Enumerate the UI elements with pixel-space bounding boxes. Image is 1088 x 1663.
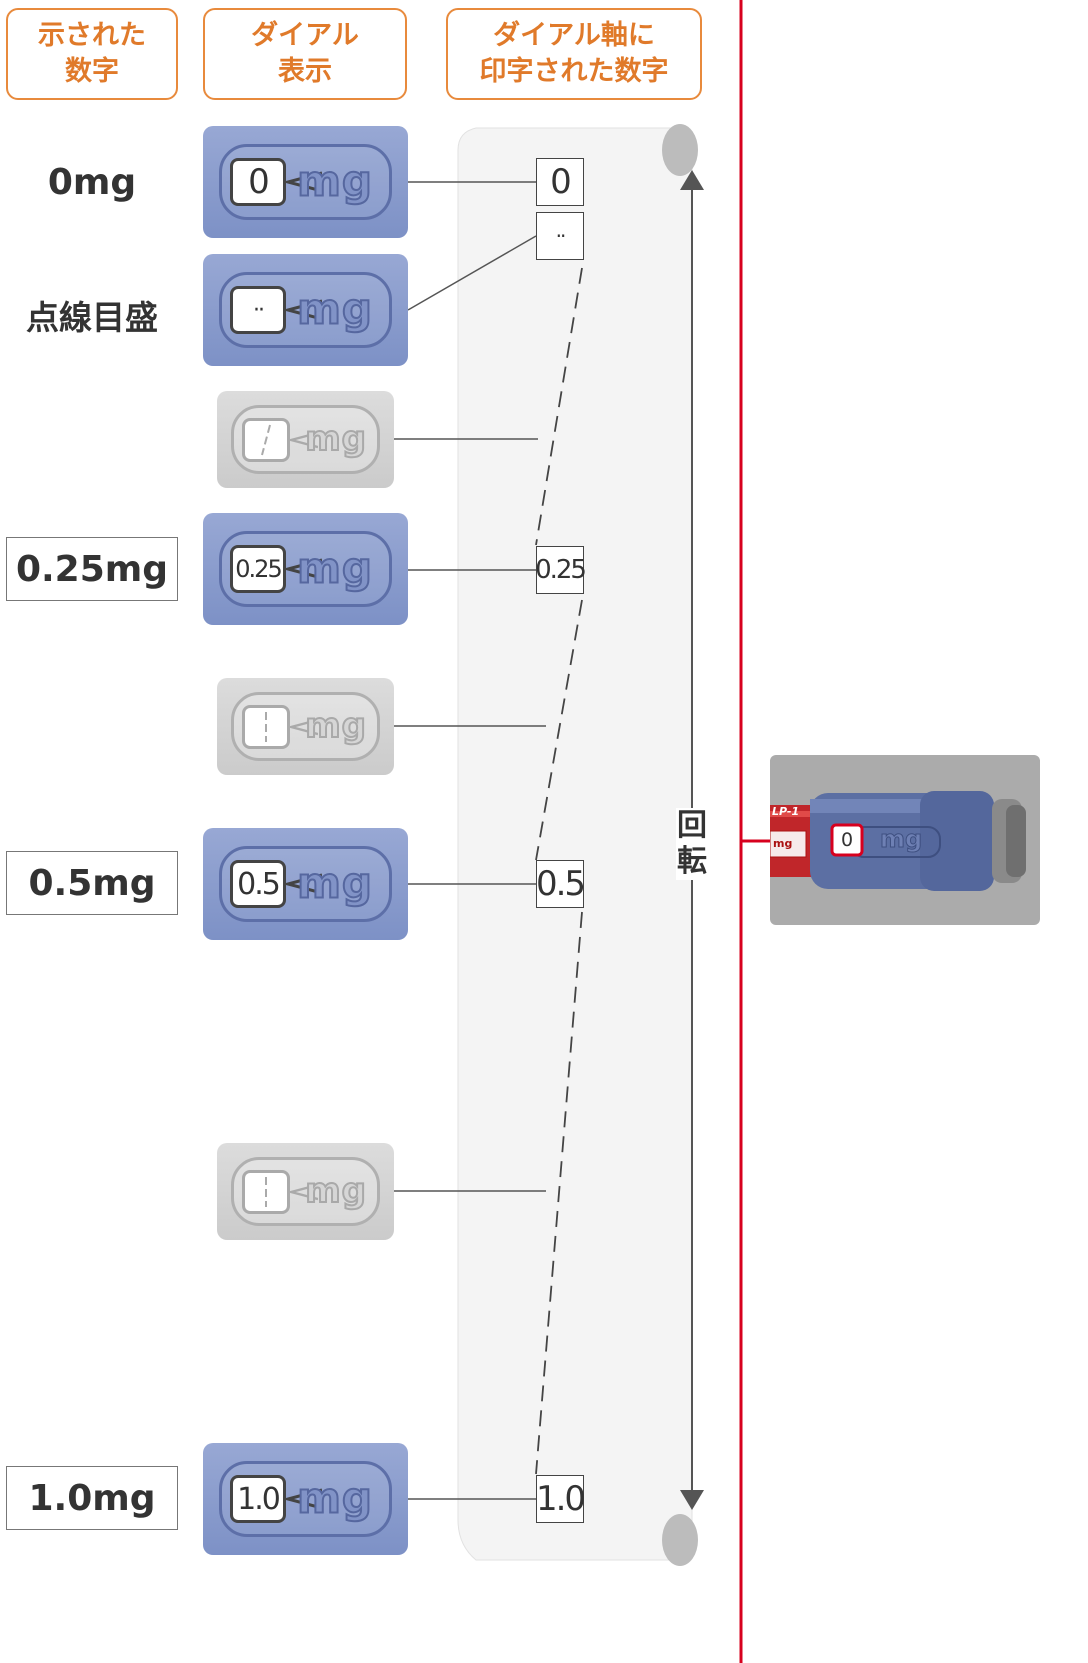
dial-unit: mg [296,858,373,909]
rotation-arrow-head-up [680,170,704,190]
shaft-tick-dotted: ·· [536,212,584,260]
dial-shaft-strip [457,127,693,1561]
dial-window-025: 0.25 mg [203,513,408,625]
dial-window-05: 0.5 mg [203,828,408,940]
dial-pill: ·· mg [219,272,392,348]
dial-number-box [242,704,290,749]
dial-pointer-icon [284,873,322,895]
dial-window-10: 1.0 mg [203,1443,408,1555]
label-dose-025: 0.25mg [6,537,178,601]
dial-number-box [242,417,290,462]
shaft-curl-bottom [662,1514,698,1566]
rotation-arrow-head-down [680,1490,704,1510]
dial-window-grey-1: mg [217,391,394,488]
label-dotted: 点線目盛 [26,298,158,337]
shaft-tick-05: 0.5 [536,860,586,908]
dial-pill: mg [231,405,380,474]
dial-pill: 0.25 mg [219,531,392,607]
dial-slash-mark [265,711,267,742]
dial-unit: mg [304,705,367,747]
label-dose-05: 0.5mg [6,851,178,915]
dial-pointer-icon [288,431,318,448]
dial-pointer-icon [288,718,318,735]
dial-number-box: 0.25 [230,545,286,593]
dial-pill: mg [231,692,380,761]
dial-pointer-icon [284,558,322,580]
dial-unit: mg [304,418,367,460]
dial-window-dotted: ·· mg [203,254,408,366]
dial-unit: mg [304,1170,367,1212]
dashed-scale-3 [535,911,583,1475]
dial-unit: mg [296,156,373,207]
header-printed-on-shaft: ダイアル軸に印字された数字 [446,8,702,100]
dashed-scale-2 [535,599,583,861]
dial-unit: mg [296,1473,373,1524]
dial-pointer-icon [288,1183,318,1200]
rotation-label: 回 転 [676,808,708,880]
dial-slash-mark [265,1176,267,1207]
dial-window-grey-3: mg [217,1143,394,1240]
label-zero: 0mg [47,161,137,203]
pen-illustration: LP-1 mg 0 mg [770,755,1040,925]
dial-pointer-icon [284,299,322,321]
header-dial-display: ダイアル表示 [203,8,407,100]
dial-unit: mg [296,543,373,594]
dial-pill: mg [231,1157,380,1226]
pen-label-mg: mg [773,837,793,850]
dial-window-grey-2: mg [217,678,394,775]
dial-slash-mark [261,424,271,455]
dashed-scale-1 [535,267,583,546]
dial-pill: 1.0 mg [219,1461,392,1537]
shaft-tick-025: 0.25 [535,546,587,594]
dial-pill: 0 mg [219,144,392,220]
dial-number-box: ·· [230,286,286,334]
connector-dotted [407,235,537,311]
dial-number-box: 0 [230,158,286,206]
dial-pill: 0.5 mg [219,846,392,922]
shaft-tick-10: 1.0 [536,1475,586,1523]
shaft-tick-zero: 0 [536,158,584,206]
dial-number-box [242,1169,290,1214]
dial-pointer-icon [284,171,322,193]
pen-brand: LP-1 [772,805,800,818]
pen-dial-value: 0 [840,829,854,851]
dial-window-zero: 0 mg [203,126,408,238]
header-shown-number: 示された数字 [6,8,178,100]
dial-number-box: 1.0 [230,1475,286,1523]
dial-pointer-icon [284,1488,322,1510]
dial-unit: mg [296,284,373,335]
pen-dial-unit: mg [879,825,923,854]
label-dose-10: 1.0mg [6,1466,178,1530]
dial-number-box: 0.5 [230,860,286,908]
pen-drawing [770,791,1026,891]
shaft-curl-top [662,124,698,176]
